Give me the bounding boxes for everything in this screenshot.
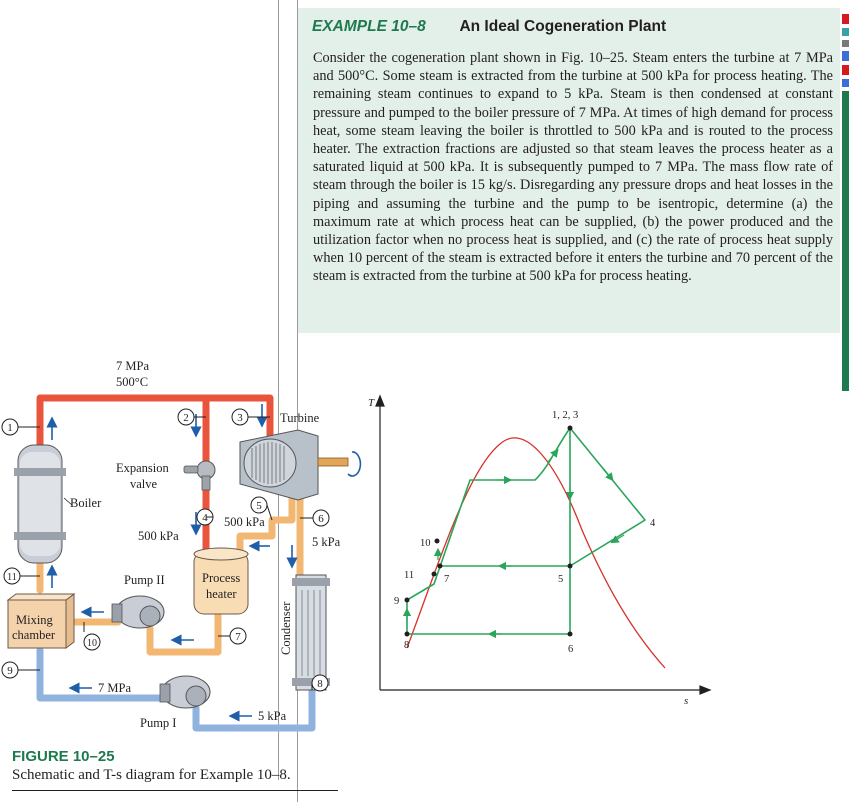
example-box: EXAMPLE 10–8 An Ideal Cogeneration Plant… (298, 8, 840, 333)
turbine-exit-pressure-label: 5 kPa (312, 535, 341, 549)
pump-1-label: Pump I (140, 716, 176, 730)
process-heater-label-2: heater (206, 587, 237, 601)
side-marker (842, 91, 849, 391)
schematic-labels: 7 MPa 500°C Turbine Expansion valve Boil… (12, 359, 341, 730)
condenser (292, 574, 330, 691)
ts-label-1-2-3: 1, 2, 3 (552, 410, 578, 421)
pump-1-inlet-pressure-label: 5 kPa (258, 709, 287, 723)
process-heater (193, 547, 249, 615)
process-heater-label-1: Process (202, 571, 240, 585)
ts-label-6: 6 (568, 644, 573, 655)
ts-x-axis-label: s (684, 695, 688, 707)
state-1-label: 1 (7, 422, 13, 434)
ts-y-axis-label: T (368, 397, 375, 409)
turbine-label: Turbine (280, 411, 320, 425)
ts-axes (375, 394, 712, 695)
ts-label-7: 7 (444, 574, 449, 585)
pump1-outlet-pipe (36, 646, 172, 702)
mixing-chamber-label-1: Mixing (16, 613, 54, 627)
ts-state-points (404, 425, 573, 637)
figure-caption-text: Schematic and T-s diagram for Example 10… (12, 767, 291, 783)
example-heading: EXAMPLE 10–8 An Ideal Cogeneration Plant (312, 18, 666, 36)
mixing-chamber (6, 593, 76, 649)
ts-label-4: 4 (650, 518, 656, 529)
turbine (239, 429, 362, 501)
state-7-label: 7 (235, 631, 241, 643)
extraction-pressure-label: 500 kPa (224, 515, 265, 529)
ts-label-11: 11 (404, 570, 414, 581)
expansion-valve-label-1: Expansion (116, 461, 170, 475)
valve-outlet-pressure-label: 500 kPa (138, 529, 179, 543)
example-number: EXAMPLE 10–8 (312, 18, 426, 35)
cycle-boiler-heating (406, 427, 571, 634)
mixing-chamber-label-2: chamber (12, 628, 56, 642)
extraction-pipe (236, 474, 296, 556)
cycle-arrows (402, 448, 625, 639)
side-marker (842, 79, 849, 87)
ts-label-8: 8 (404, 640, 409, 651)
side-marker (842, 65, 849, 75)
boiler-temperature-label: 500°C (116, 375, 148, 389)
state-4-label: 4 (202, 512, 208, 524)
page-column-line-right (297, 0, 298, 802)
condenser-label: Condenser (279, 601, 293, 655)
figure-caption: FIGURE 10–25 Schematic and T-s diagram f… (12, 748, 352, 784)
pump-2-label: Pump II (124, 573, 165, 587)
boiler-pressure-label: 7 MPa (116, 359, 149, 373)
ts-state-labels: 1, 2, 3 4 5 6 7 8 9 10 11 (394, 410, 656, 655)
side-marker (842, 14, 849, 24)
pump-1-outlet-pressure-label: 7 MPa (98, 681, 131, 695)
page-column-line-left (278, 0, 279, 780)
condenser-outlet-pipe (192, 686, 316, 732)
schematic-state-numbers: 1 2 3 4 5 6 7 8 9 10 11 (7, 412, 324, 690)
state-6-label: 6 (318, 513, 324, 525)
ts-label-9: 9 (394, 596, 399, 607)
boiler (14, 444, 73, 564)
state-2-label: 2 (183, 412, 189, 424)
state-3-label: 3 (237, 412, 243, 424)
side-marker (842, 28, 849, 36)
state-8-label: 8 (317, 678, 323, 690)
expansion-valve (183, 460, 216, 491)
cycle-lines (406, 427, 646, 635)
side-marker (842, 51, 849, 61)
pump-1 (159, 675, 211, 709)
example-body: Consider the cogeneration plant shown in… (313, 50, 833, 285)
expansion-valve-label-2: valve (130, 477, 158, 491)
side-marker (842, 40, 849, 47)
flow-arrows (46, 404, 298, 722)
hot-pipe (36, 394, 274, 484)
cycle-expansion-to-4 (569, 427, 646, 567)
figure-label: FIGURE 10–25 (12, 748, 115, 765)
caption-underline (12, 790, 338, 791)
pump-2 (111, 595, 165, 629)
schematic-state-ticks (18, 416, 313, 690)
heater-outlet-pipe (146, 608, 222, 656)
ts-label-10: 10 (420, 538, 431, 549)
state-5-label: 5 (256, 500, 262, 512)
ts-label-5: 5 (558, 574, 563, 585)
boiler-label: Boiler (70, 496, 102, 510)
saturation-dome (406, 437, 666, 669)
state-11-label: 11 (7, 572, 17, 583)
side-color-markers (842, 14, 850, 395)
example-title: An Ideal Cogeneration Plant (459, 18, 667, 35)
state-9-label: 9 (7, 665, 13, 677)
state-10-label: 10 (87, 638, 97, 649)
